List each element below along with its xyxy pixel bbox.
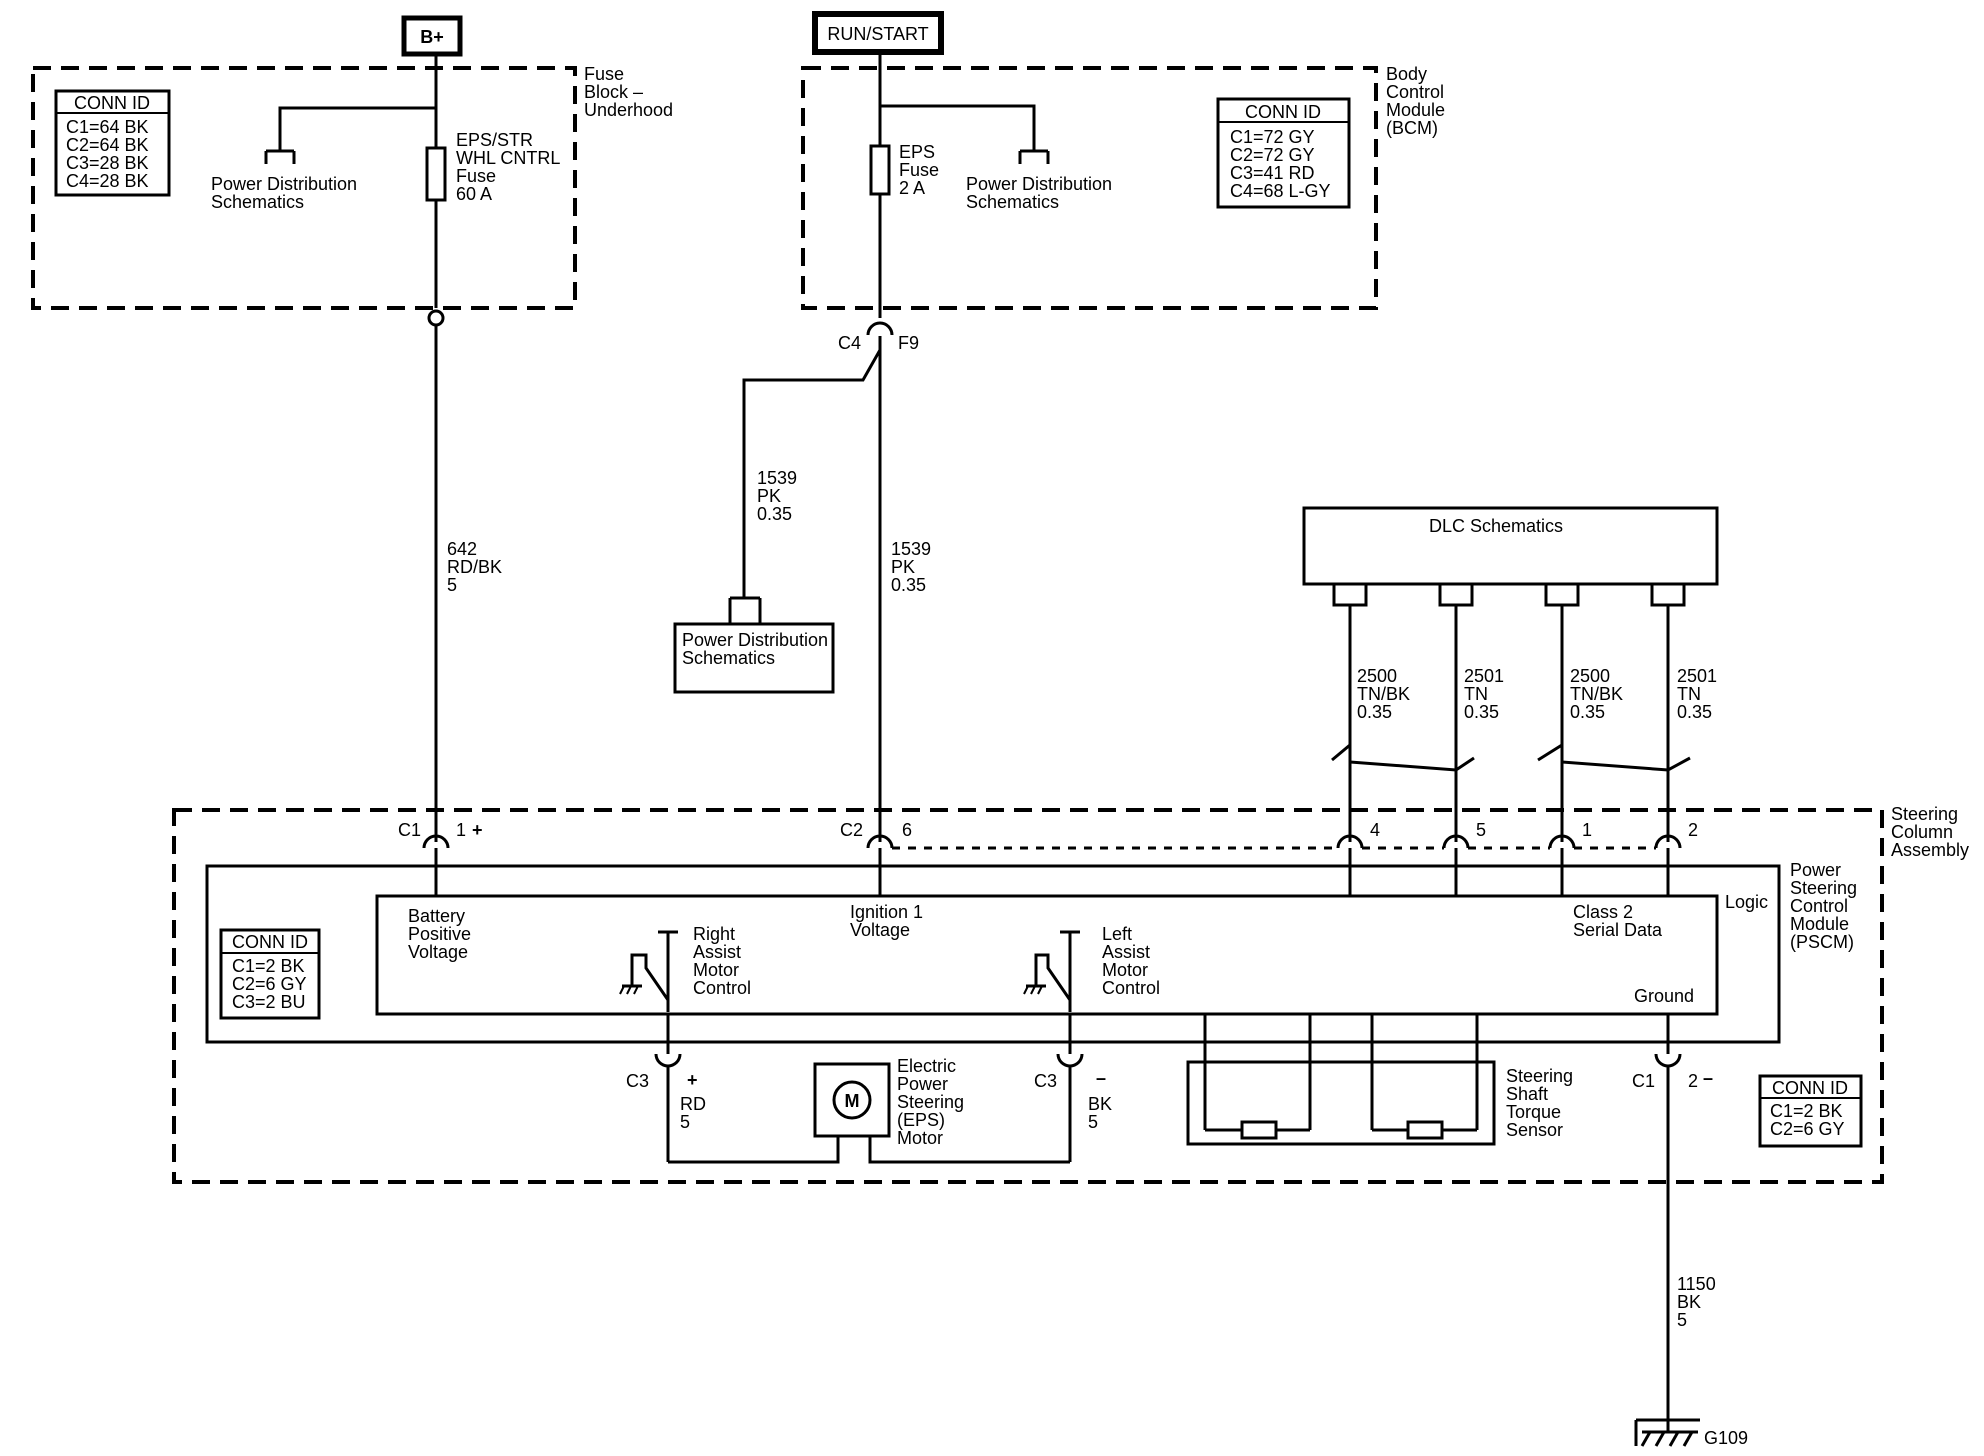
bplus-label: B+ (420, 27, 444, 47)
pscm-title: Power Steering Control Module (PSCM) (1790, 860, 1862, 952)
right-assist-motor-control-label: Right Assist Motor Control (693, 924, 751, 998)
svg-text:C2=6 GY: C2=6 GY (1770, 1119, 1845, 1139)
svg-text:C2=6 GY: C2=6 GY (232, 974, 307, 994)
c2-pin-label: 6 (902, 820, 912, 840)
serial-data-wires (1331, 605, 1691, 842)
pscm-conn-id-table: CONN ID C1=2 BK C2=6 GY C3=2 BU (219, 928, 321, 1020)
eps-fuse-2a (869, 144, 891, 196)
bcm-conn-id-table: CONN ID C1=72 GY C2=72 GY C3=41 RD C4=68… (1216, 97, 1351, 209)
fuse-block-title: Fuse Block – Underhood (584, 64, 673, 120)
bcm-c4-connector: C4 F9 (838, 321, 919, 353)
svg-text:2: 2 (1688, 1071, 1698, 1091)
svg-text:CONN ID: CONN ID (1245, 102, 1321, 122)
bcm-c4-label: C4 (838, 333, 861, 353)
wire-bk-motor-label: BK 5 (1088, 1094, 1117, 1132)
steering-column-assembly: Steering Column Assembly (172, 804, 1969, 1184)
ground-g109-label: G109 (1704, 1428, 1748, 1448)
left-assist-motor-control-label: Left Assist Motor Control (1102, 924, 1160, 998)
left-assist-motor-switch (1023, 930, 1080, 1012)
svg-text:C1=64 BK: C1=64 BK (66, 117, 149, 137)
svg-text:C1=2 BK: C1=2 BK (1770, 1101, 1843, 1121)
svg-text:C3=28 BK: C3=28 BK (66, 153, 149, 173)
ground-c1-connector: C1 2 – (1632, 1014, 1713, 1432)
wire-2501a-label: 2501 TN 0.35 (1464, 666, 1509, 722)
steering-column-title: Steering Column Assembly (1891, 804, 1969, 860)
wire-1539-label: 1539 PK 0.35 (891, 539, 936, 595)
fuse-block-power-dist-ref: Power Distribution Schematics (211, 174, 362, 212)
wire-2501b-label: 2501 TN 0.35 (1677, 666, 1722, 722)
svg-text:Power Distribution Schem: Power Distribution Schematics (682, 630, 833, 668)
svg-text:CONN ID: CONN ID (1772, 1078, 1848, 1098)
fuse-block-terminal (427, 309, 445, 327)
wire-2500a-label: 2500 TN/BK 0.35 (1357, 666, 1415, 722)
pscm-ground-label: Ground (1634, 986, 1694, 1006)
ground-g109-icon (1634, 1418, 1700, 1447)
bplus-source: B+ (401, 15, 463, 57)
pin-1-label: 1 (1582, 820, 1592, 840)
wire-2500b-label: 2500 TN/BK 0.35 (1570, 666, 1628, 722)
fuse-block-conn-id-table: CONN ID C1=64 BK C2=64 BK C3=28 BK C4=28… (54, 89, 171, 197)
motor-symbol: M (845, 1091, 860, 1111)
wire-1539-branch-label: 1539 PK 0.35 (757, 468, 802, 524)
run-start-source: RUN/START (812, 11, 944, 55)
eps-motor-label: Electric Power Steering (EPS) Motor (897, 1056, 969, 1148)
svg-text:C3=41 RD: C3=41 RD (1230, 163, 1315, 183)
run-start-label: RUN/START (827, 24, 928, 44)
c3-motor-connectors: C3 + C3 – (626, 1014, 1106, 1164)
pscm-logic-label: Logic (1725, 892, 1768, 912)
c1-pin-label: 1 (456, 820, 466, 840)
right-assist-motor-switch (619, 930, 678, 1012)
svg-text:CONN ID: CONN ID (232, 932, 308, 952)
wire-rd-label: RD 5 (680, 1094, 711, 1132)
wire-1150-label: 1150 BK 5 (1677, 1274, 1721, 1330)
pscm-connectors: C1 1 + C2 6 4 5 1 2 (398, 820, 1698, 850)
class-2-serial-data-label: Class 2 Serial Data (1573, 902, 1663, 940)
battery-positive-voltage-label: Battery Positive Voltage (408, 906, 476, 962)
eps-str-whl-cntrl-fuse (425, 146, 447, 202)
steering-shaft-torque-sensor (1186, 1014, 1496, 1146)
svg-text:C3=2 BU: C3=2 BU (232, 992, 306, 1012)
bcm-title: Body Control Module (BCM) (1386, 64, 1450, 138)
eps-motor: M (813, 1062, 891, 1138)
dlc-schematics-box: DLC Schematics (1302, 506, 1719, 607)
svg-text:C1=2 BK: C1=2 BK (232, 956, 305, 976)
c3-right-label: C3 (626, 1071, 649, 1091)
ground-conn-id-table: CONN ID C1=2 BK C2=6 GY (1758, 1074, 1863, 1148)
c1-connector-label: C1 (398, 820, 421, 840)
body-control-module: Body Control Module (BCM) CONN ID C1=72 … (801, 52, 1450, 318)
svg-text:–: – (1703, 1068, 1713, 1088)
svg-text:C2=64 BK: C2=64 BK (66, 135, 149, 155)
c3-left-minus: – (1096, 1068, 1106, 1088)
wire-642-label: 642 RD/BK 5 (447, 539, 507, 595)
pin-5-label: 5 (1476, 820, 1486, 840)
svg-text:C2=72 GY: C2=72 GY (1230, 145, 1315, 165)
svg-text:C4=28 BK: C4=28 BK (66, 171, 149, 191)
eps-fuse-2a-label: EPS Fuse 2 A (899, 142, 944, 198)
power-steering-control-module: Power Steering Control Module (PSCM) Log… (205, 848, 1862, 1044)
c3-right-plus: + (687, 1070, 698, 1090)
power-distribution-box: Power Distribution Schematics (673, 596, 835, 694)
svg-text:CONN ID: CONN ID (74, 93, 150, 113)
pin-2-label: 2 (1688, 820, 1698, 840)
c1-plus-sign: + (472, 820, 483, 840)
eps-str-whl-cntrl-fuse-label: EPS/STR WHL CNTRL Fuse 60 A (456, 130, 565, 204)
torque-sensor-label: Steering Shaft Torque Sensor (1506, 1066, 1578, 1140)
pin-4-label: 4 (1370, 820, 1380, 840)
wire-1539-branch (742, 349, 882, 598)
fuse-block-underhood: Fuse Block – Underhood CONN ID C1=64 BK … (31, 54, 673, 327)
svg-text:C1: C1 (1632, 1071, 1655, 1091)
bcm-f9-pin: F9 (898, 333, 919, 353)
svg-text:C1=72 GY: C1=72 GY (1230, 127, 1315, 147)
c2-connector-label: C2 (840, 820, 863, 840)
ignition-1-voltage-label: Ignition 1 Voltage (850, 902, 928, 940)
svg-text:C4=68 L-GY: C4=68 L-GY (1230, 181, 1331, 201)
dlc-label: DLC Schematics (1429, 516, 1563, 536)
c3-left-label: C3 (1034, 1071, 1057, 1091)
bcm-power-dist-ref: Power Distribution Schematics (966, 174, 1117, 212)
